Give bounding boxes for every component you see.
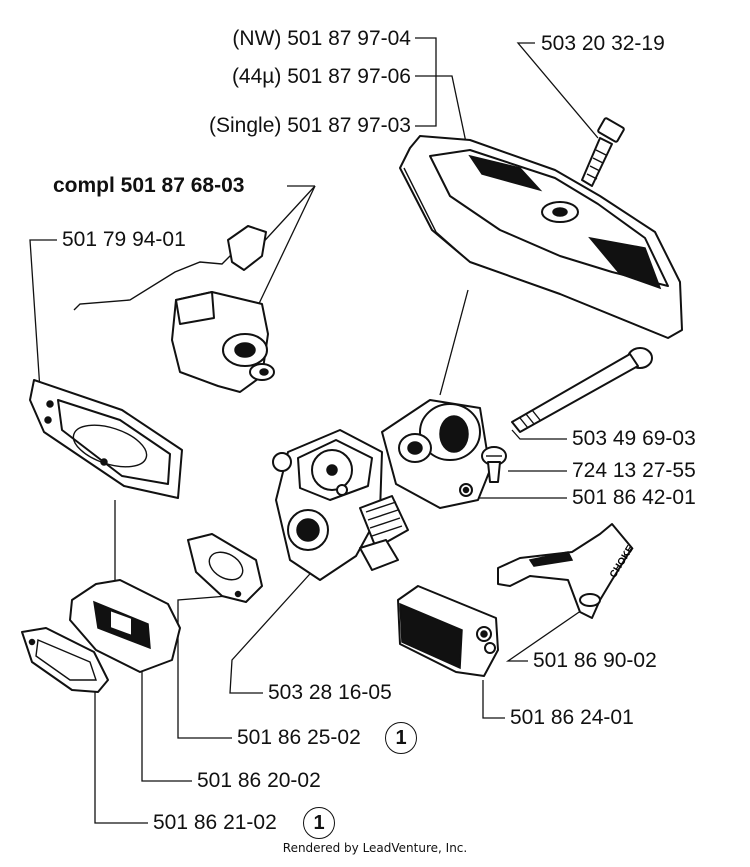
leader-lines <box>29 37 599 824</box>
choke-lever: CHOKE <box>497 523 637 619</box>
label-top-screw: 503 20 32-19 <box>541 32 665 55</box>
long-bolt <box>511 347 653 433</box>
carburetor <box>272 429 409 581</box>
label-compl-assembly: compl 501 87 68-03 <box>53 174 245 197</box>
small-screw <box>481 446 507 483</box>
note-ref-small-gasket: 1 <box>385 722 417 754</box>
label-single-filter-cover: (Single) 501 87 97-03 <box>209 114 411 137</box>
small-gasket <box>187 533 263 603</box>
label-44mu-filter-cover: (44µ) 501 87 97-06 <box>231 65 411 88</box>
footer-credit: Rendered by LeadVenture, Inc. <box>282 841 468 855</box>
label-nw-filter-cover: (NW) 501 87 97-04 <box>232 27 411 50</box>
choke-rod-assembly <box>73 225 275 393</box>
label-small-screw: 724 13 27-55 <box>572 459 696 482</box>
label-gasket-plate: 501 79 94-01 <box>62 228 186 251</box>
label-filter-block: 501 86 24-01 <box>510 706 634 729</box>
label-carburetor: 503 28 16-05 <box>268 681 392 704</box>
note-ref-bottom-gasket: 1 <box>303 807 335 839</box>
label-intake: 501 86 20-02 <box>197 769 321 792</box>
carburetor-adapter <box>381 399 491 509</box>
label-adapter: 501 86 42-01 <box>572 486 696 509</box>
air-filter-cover <box>399 135 683 339</box>
label-long-bolt: 503 49 69-03 <box>572 427 696 450</box>
label-bottom-gasket: 501 86 21-02 <box>153 811 277 834</box>
bottom-gasket <box>21 627 109 693</box>
gasket-plate <box>29 379 183 499</box>
filter-block <box>397 585 499 677</box>
label-choke-lever: 501 86 90-02 <box>533 649 657 672</box>
top-screw <box>581 117 625 187</box>
label-small-gasket: 501 86 25-02 <box>237 726 361 749</box>
intake-manifold <box>69 579 181 673</box>
